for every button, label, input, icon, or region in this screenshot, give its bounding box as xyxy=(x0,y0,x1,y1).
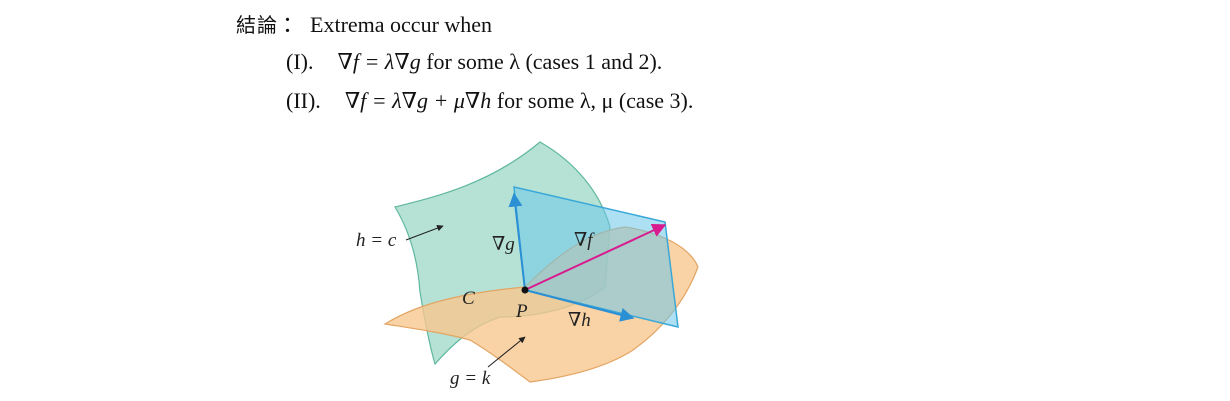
case-formula-2: ∇f = λ∇g + μ∇h xyxy=(344,88,492,113)
point-label: P xyxy=(515,301,528,322)
h-label-pointer xyxy=(405,225,444,241)
h-surface-label: h = c xyxy=(356,230,397,251)
case-text-2: for some λ, μ (case 3). xyxy=(491,88,694,113)
conclusion-colon: ： xyxy=(282,12,305,37)
g-label-pointer xyxy=(487,336,526,368)
case-line-2: (II). ∇f = λ∇g + μ∇h for some λ, μ (case … xyxy=(286,88,693,114)
point-p xyxy=(521,286,529,294)
lagrange-figure: h = c g = k C P ∇g ∇f ∇h xyxy=(356,141,699,389)
conclusion-heading: 結論 xyxy=(236,13,278,37)
case-line-1: (I). ∇f = λ∇g for some λ (cases 1 and 2). xyxy=(286,49,662,75)
grad-h-label: ∇h xyxy=(568,310,591,331)
grad-h-arrow xyxy=(524,289,635,322)
conclusion-line: 結論：Extrema occur when xyxy=(236,12,492,38)
g-surface-label: g = k xyxy=(450,368,491,389)
case-text-1: for some λ (cases 1 and 2). xyxy=(420,49,663,74)
conclusion-text: Extrema occur when xyxy=(310,12,493,37)
curve-label: C xyxy=(462,288,475,309)
grad-g-label: ∇g xyxy=(492,234,515,255)
grad-f-label: ∇f xyxy=(574,230,595,251)
case-formula-1: ∇f = λ∇g xyxy=(337,49,421,74)
grad-f-arrow xyxy=(524,223,667,291)
grad-g-arrow xyxy=(508,192,526,291)
case-label-1: (I). xyxy=(286,49,314,74)
case-label-2: (II). xyxy=(286,88,321,113)
